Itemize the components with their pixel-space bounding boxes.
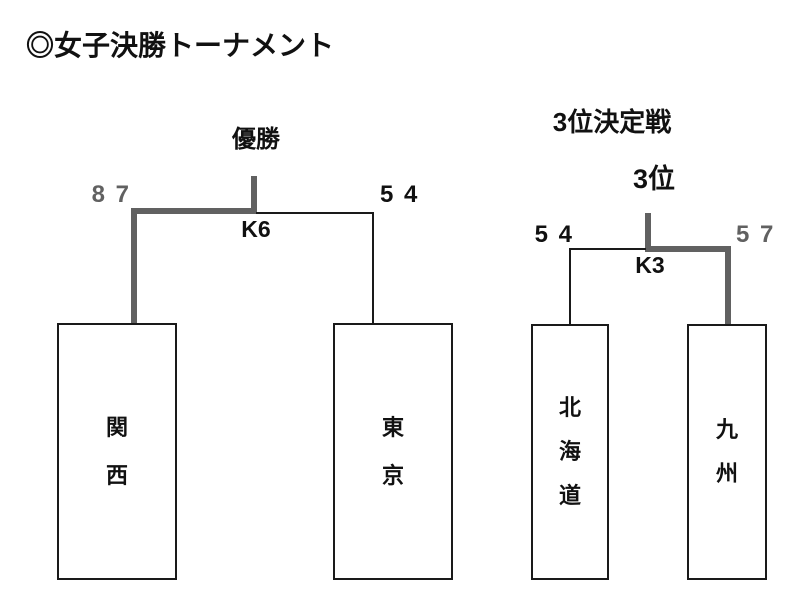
third-place-connector-right-winner-line: [646, 246, 731, 252]
final-right-drop-line: [372, 212, 374, 325]
third-place-left-drop-line: [569, 248, 571, 326]
third-place-match-code: K3: [635, 252, 665, 278]
team-box-kansai: 関 西: [57, 323, 177, 580]
final-left-drop-winner-line: [131, 208, 137, 325]
third-place-left-score: 5 4: [534, 221, 574, 248]
final-left-score: 8 7: [91, 181, 131, 208]
final-connector-right-line: [256, 212, 374, 214]
final-heading-champion: 優勝: [232, 126, 280, 153]
team-name-hokkaido: 北 海 道: [558, 395, 581, 508]
final-match-code: K6: [241, 216, 271, 242]
third-place-winner-stem-line: [645, 213, 651, 252]
team-box-hokkaido: 北 海 道: [531, 324, 609, 580]
third-place-right-score: 5 7: [736, 221, 776, 248]
third-place-connector-left-line: [569, 248, 649, 250]
team-name-tokyo: 東 京: [381, 414, 404, 488]
team-box-kyushu: 九 州: [687, 324, 767, 580]
team-box-tokyo: 東 京: [333, 323, 453, 580]
final-connector-left-winner-line: [131, 208, 257, 214]
team-name-kyushu: 九 州: [715, 417, 738, 486]
third-place-right-drop-winner-line: [725, 246, 731, 326]
page-title: ◎女子決勝トーナメント: [26, 30, 335, 61]
final-right-score: 5 4: [380, 181, 420, 208]
team-name-kansai: 関 西: [105, 414, 128, 488]
final-winner-stem-line: [251, 176, 257, 214]
third-place-result-label: 3位: [632, 164, 676, 194]
third-place-heading: 3位決定戦: [552, 107, 672, 137]
